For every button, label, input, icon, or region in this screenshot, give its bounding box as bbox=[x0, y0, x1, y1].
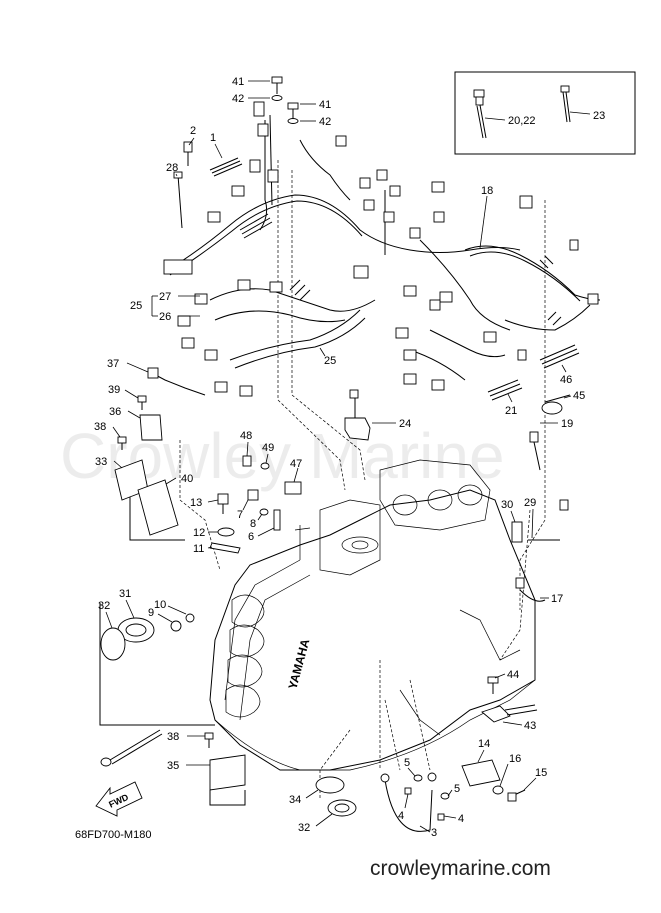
callout-38: 38 bbox=[94, 421, 106, 433]
callout-24: 24 bbox=[399, 418, 411, 430]
callout-5: 5 bbox=[404, 757, 410, 769]
callout-14: 14 bbox=[478, 738, 490, 750]
inset-box: 20,22 23 bbox=[454, 71, 636, 155]
callout-5: 5 bbox=[454, 783, 460, 795]
callout-41: 41 bbox=[232, 76, 244, 88]
callouts: 41 42 41 42 2 1 28 18 27 25 26 25 bbox=[94, 76, 585, 839]
callout-48: 48 bbox=[240, 430, 252, 442]
callout-35: 35 bbox=[167, 760, 179, 772]
cable-tie-23 bbox=[560, 85, 571, 123]
callout-6: 6 bbox=[248, 531, 254, 543]
inset-label-23: 23 bbox=[593, 110, 605, 122]
callout-7: 7 bbox=[237, 509, 243, 521]
callout-36: 36 bbox=[109, 406, 121, 418]
callout-49: 49 bbox=[262, 442, 274, 454]
callout-11: 11 bbox=[193, 543, 204, 555]
group-brackets bbox=[99, 480, 246, 806]
callout-42: 42 bbox=[319, 116, 331, 128]
callout-26: 26 bbox=[159, 311, 171, 323]
callout-3: 3 bbox=[431, 827, 437, 839]
callout-37: 37 bbox=[107, 358, 119, 370]
callout-13: 13 bbox=[190, 497, 202, 509]
callout-28: 28 bbox=[166, 162, 178, 174]
callout-47: 47 bbox=[290, 458, 302, 470]
callout-12: 12 bbox=[193, 527, 205, 539]
engine-brand-text: YAMAHA bbox=[285, 637, 312, 691]
callout-8: 8 bbox=[250, 518, 256, 530]
callout-1: 1 bbox=[210, 132, 216, 144]
callout-16: 16 bbox=[509, 753, 521, 765]
callout-4: 4 bbox=[398, 810, 404, 822]
callout-9: 9 bbox=[148, 607, 154, 619]
callout-21: 21 bbox=[505, 405, 517, 417]
callout-15: 15 bbox=[535, 767, 547, 779]
callout-34: 34 bbox=[289, 794, 301, 806]
callout-4: 4 bbox=[458, 813, 464, 825]
callout-39: 39 bbox=[108, 384, 120, 396]
site-footer: crowleymarine.com bbox=[370, 857, 551, 880]
callout-32: 32 bbox=[98, 600, 110, 612]
callout-30: 30 bbox=[501, 499, 513, 511]
callout-25: 25 bbox=[324, 355, 336, 367]
engine-block: YAMAHA bbox=[209, 459, 536, 771]
callout-29: 29 bbox=[524, 497, 536, 509]
callout-2: 2 bbox=[190, 125, 196, 137]
drawing-code: 68FD700-M180 bbox=[75, 829, 151, 841]
wire-harness bbox=[167, 114, 601, 381]
callout-10: 10 bbox=[154, 599, 166, 611]
callout-17: 17 bbox=[551, 593, 563, 605]
callout-31: 31 bbox=[119, 588, 131, 600]
callout-46: 46 bbox=[560, 374, 572, 386]
callout-41: 41 bbox=[319, 99, 331, 111]
inset-label-20-22: 20,22 bbox=[508, 115, 536, 127]
dashed-reference-lines bbox=[179, 160, 546, 800]
callout-40: 40 bbox=[181, 473, 193, 485]
cable-clip-20-22 bbox=[473, 89, 487, 139]
callout-44: 44 bbox=[507, 669, 519, 681]
callout-25: 25 bbox=[130, 300, 142, 312]
callout-27: 27 bbox=[159, 291, 171, 303]
callout-38: 38 bbox=[167, 731, 179, 743]
small-parts bbox=[100, 76, 580, 832]
callout-43: 43 bbox=[524, 720, 536, 732]
callout-45: 45 bbox=[573, 390, 585, 402]
callout-33: 33 bbox=[95, 456, 107, 468]
fwd-direction-arrow: FWD bbox=[95, 781, 143, 817]
callout-32: 32 bbox=[298, 822, 310, 834]
harness-connectors bbox=[163, 101, 599, 397]
callout-42: 42 bbox=[232, 93, 244, 105]
callout-19: 19 bbox=[561, 418, 573, 430]
callout-18: 18 bbox=[481, 185, 493, 197]
